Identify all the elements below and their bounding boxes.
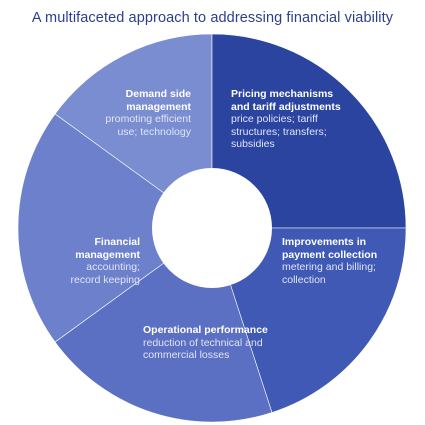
financial-desc-line-1: accounting; <box>86 261 140 273</box>
pricing-desc-line-1: price policies; tariff <box>231 113 318 125</box>
payment-heading-line-1: Improvements in <box>282 236 367 248</box>
diagram-title: A multifaceted approach to addressing fi… <box>31 10 394 26</box>
demand-side-desc-line-2: use; technology <box>117 125 191 138</box>
payment-heading-line-2: payment collection <box>282 248 378 261</box>
operational-desc-line-2: commercial losses <box>143 349 230 361</box>
operational-heading-line-1: Operational performance <box>143 324 268 336</box>
label-pricing-mechanisms: Pricing mechanisms and tariff adjustment… <box>231 88 341 151</box>
pricing-desc-line-2: structures; transfers; <box>231 125 327 138</box>
financial-desc-line-2: record keeping <box>70 273 140 286</box>
pricing-heading-line-2: and tariff adjustments <box>231 100 341 113</box>
financial-heading-line-1: Financial <box>94 236 140 248</box>
demand-side-heading-line-1: Demand side <box>125 88 191 100</box>
label-financial-management: Financial management accounting; record … <box>71 236 140 286</box>
label-operational-performance: Operational performance reduction of tec… <box>143 324 268 362</box>
label-demand-side-management: Demand side management promoting efficie… <box>105 88 191 138</box>
donut-hole <box>152 168 272 288</box>
financial-heading-line-2: management <box>75 248 140 261</box>
operational-desc-line-1: reduction of technical and <box>143 336 263 349</box>
payment-desc-line-2: collection <box>282 273 326 286</box>
pricing-heading-line-1: Pricing mechanisms <box>231 88 334 100</box>
demand-side-desc-line-1: promoting efficient <box>105 113 191 125</box>
payment-desc-line-1: metering and billing; <box>282 261 376 273</box>
label-payment-collection: Improvements in payment collection meter… <box>282 236 377 286</box>
demand-side-heading-line-2: management <box>126 100 191 113</box>
pricing-desc-line-3: subsidies <box>231 138 275 150</box>
